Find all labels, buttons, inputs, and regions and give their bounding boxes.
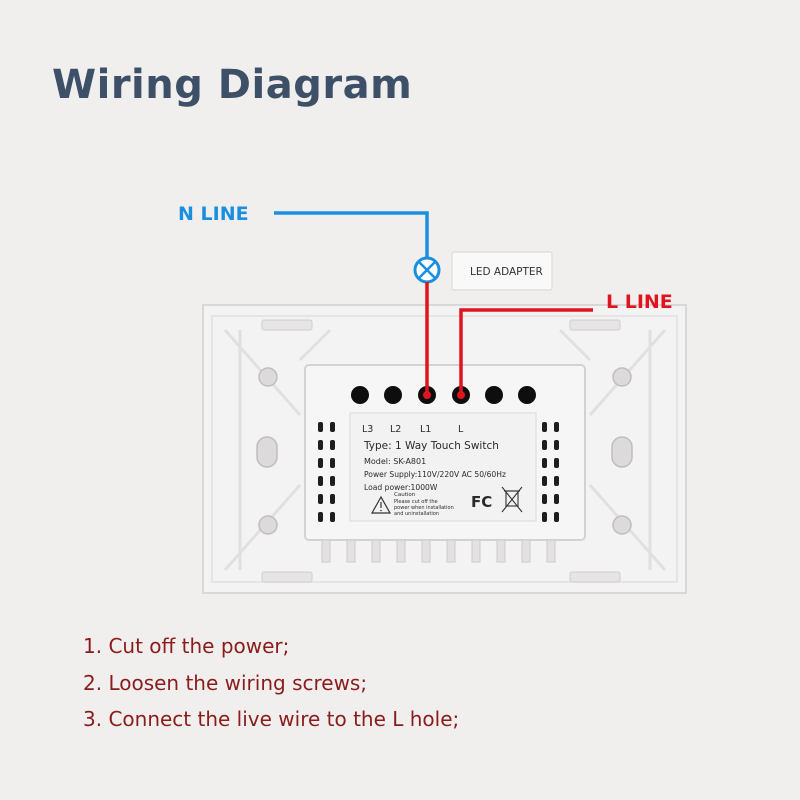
n-line-label: N LINE xyxy=(178,203,249,225)
spec-power-supply: Power Supply:110V/220V AC 50/60Hz xyxy=(364,470,506,479)
spec-type: Type: 1 Way Touch Switch xyxy=(363,440,499,452)
spec-load-power: Load power:1000W xyxy=(364,483,438,492)
led-adapter-label: LED ADAPTER xyxy=(470,266,543,278)
weee-bin-icon xyxy=(501,486,523,513)
caution-line-3: and uninstallation xyxy=(394,511,439,517)
led-adapter: LED ADAPTER xyxy=(451,251,553,291)
terminal-hole-6 xyxy=(518,386,536,404)
terminal-label-l: L xyxy=(458,424,464,435)
terminal-hole-5 xyxy=(485,386,503,404)
terminal-hole-1 xyxy=(351,386,369,404)
instruction-step-2: 2. Loosen the wiring screws; xyxy=(83,671,368,695)
terminal-label-l1: L1 xyxy=(420,424,431,435)
caution-title: Caution xyxy=(394,492,416,498)
lamp-icon xyxy=(413,256,441,284)
instruction-step-1: 1. Cut off the power; xyxy=(83,634,290,658)
switch-module: L3 L2 L1 L Type: 1 Way Touch Switch Mode… xyxy=(304,364,586,563)
instruction-step-3: 3. Connect the live wire to the L hole; xyxy=(83,707,460,731)
terminal-hole-2 xyxy=(384,386,402,404)
spec-model: Model: SK-A801 xyxy=(364,457,426,466)
caution-line-1: Please cut off the xyxy=(394,499,438,505)
fcc-mark: FC xyxy=(471,493,492,511)
n-line-wire xyxy=(274,211,429,258)
terminal-label-l2: L2 xyxy=(390,424,401,435)
terminal-label-l3: L3 xyxy=(362,424,373,435)
caution-line-2: power when installation xyxy=(394,505,454,511)
warning-triangle-icon xyxy=(370,495,392,514)
l-line-wire xyxy=(459,308,593,395)
page-title: Wiring Diagram xyxy=(52,62,413,108)
l-line-label: L LINE xyxy=(606,291,673,313)
